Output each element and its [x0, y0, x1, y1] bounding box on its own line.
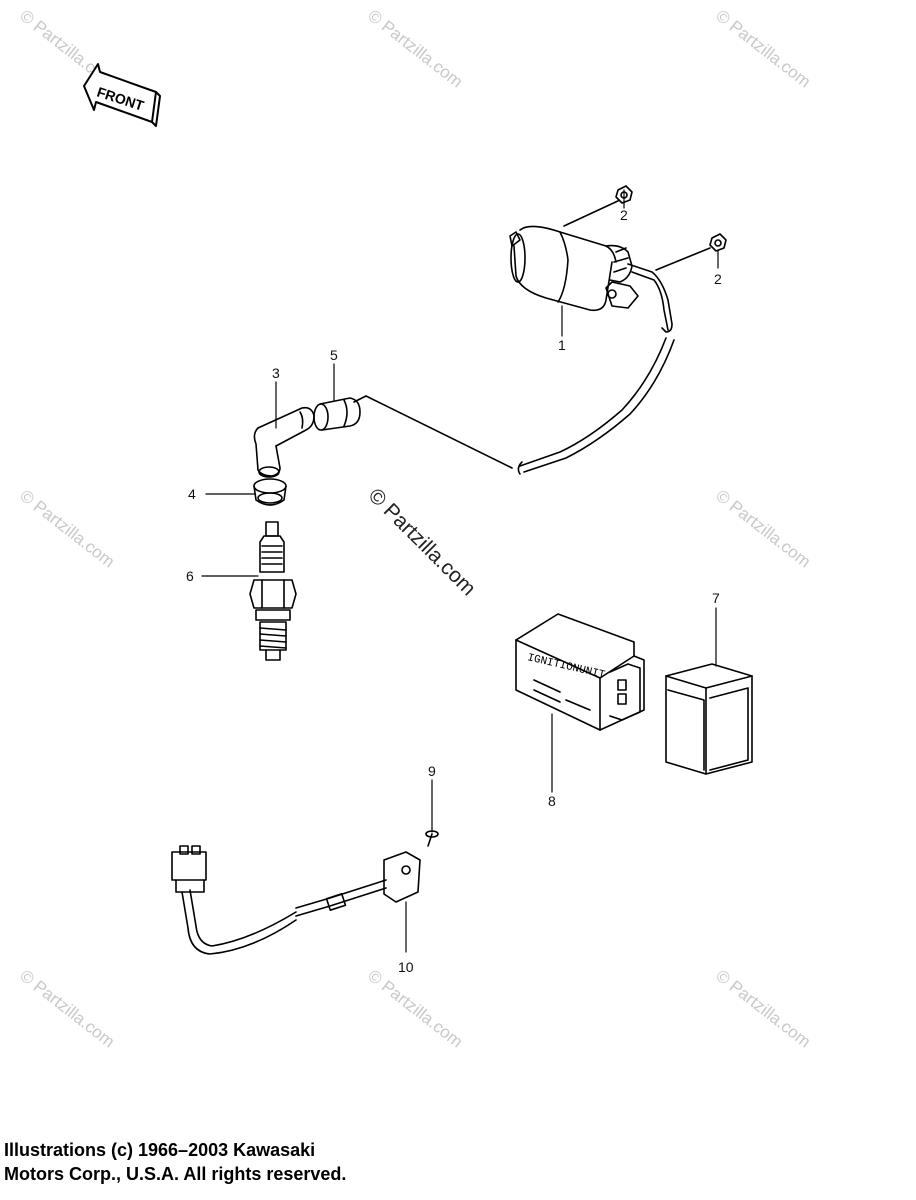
- callout-9: 9: [428, 763, 436, 779]
- callout-2: 2: [714, 271, 722, 287]
- callout-10: 10: [398, 959, 414, 975]
- callout-2: 2: [620, 207, 628, 223]
- seal: [253, 478, 287, 506]
- nut: [709, 233, 727, 252]
- copyright-line-1: Illustrations (c) 1966–2003 Kawasaki: [4, 1140, 316, 1160]
- callout-6: 6: [186, 568, 194, 584]
- callout-4: 4: [188, 486, 196, 502]
- front-arrow: FRONT: [83, 63, 161, 127]
- ignition-coil: [509, 199, 711, 333]
- ignition-unit-cover: [665, 663, 753, 775]
- ignition-unit-label: IGNITIONUNIT: [526, 652, 606, 682]
- ignition-unit: IGNITIONUNIT: [515, 613, 645, 731]
- spark-plug-cap: [253, 406, 315, 478]
- spark-plug: [249, 521, 297, 661]
- callout-1: 1: [558, 337, 566, 353]
- suppressor-cap: [313, 397, 361, 431]
- high-tension-lead: [353, 337, 675, 475]
- callout-7: 7: [712, 590, 720, 606]
- callout-3: 3: [272, 365, 280, 381]
- pickup-coil: [171, 845, 421, 955]
- leader-lines: [201, 189, 719, 953]
- callout-8: 8: [548, 793, 556, 809]
- screw: [425, 830, 439, 847]
- copyright-line-2: Motors Corp., U.S.A. All rights reserved…: [4, 1164, 347, 1184]
- callout-5: 5: [330, 347, 338, 363]
- copyright-notice: Illustrations (c) 1966–2003 Kawasaki Mot…: [4, 1138, 346, 1186]
